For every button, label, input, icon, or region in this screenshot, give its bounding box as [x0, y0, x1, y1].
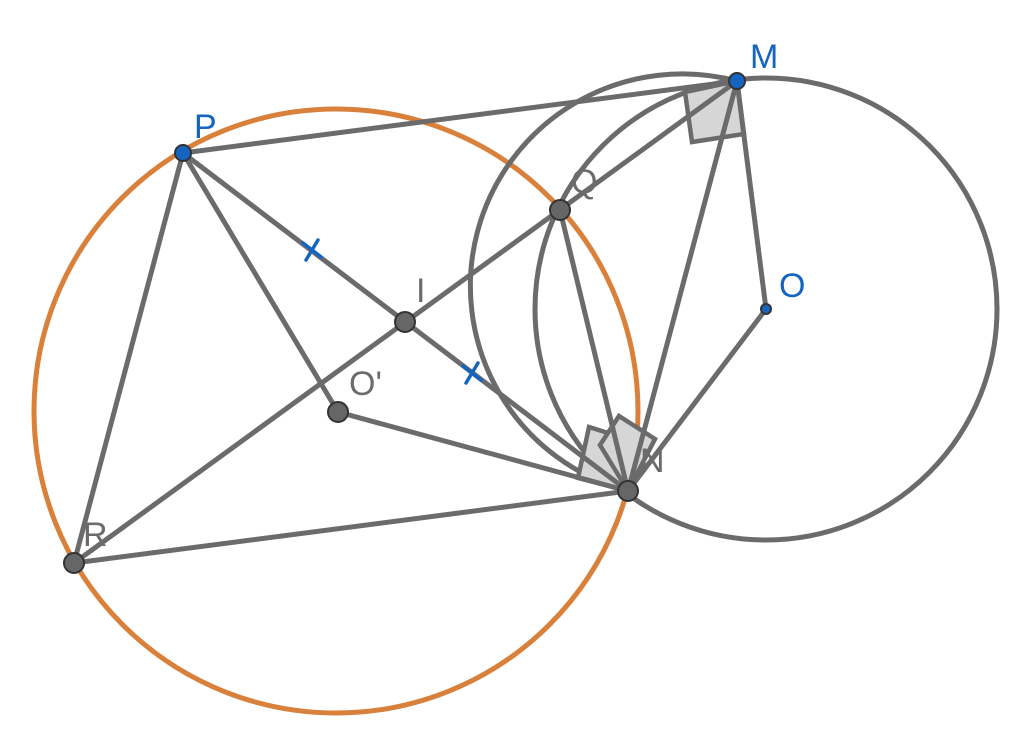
tick-mark-pi	[301, 238, 323, 262]
segment-po-prime	[180, 150, 341, 415]
point-i	[394, 311, 416, 333]
label-r: R	[83, 516, 108, 554]
segment-pm	[180, 78, 740, 156]
segment-qn	[557, 207, 631, 494]
point-q	[549, 199, 571, 221]
arc-mqn	[467, 71, 738, 494]
point-n	[617, 480, 639, 502]
segment-on	[625, 306, 769, 494]
segment-rn	[71, 488, 631, 566]
label-m: M	[750, 38, 778, 76]
label-q: Q	[571, 163, 597, 201]
label-p: P	[194, 108, 217, 146]
segment-o-prime-n	[335, 409, 631, 494]
circle-o-prime	[31, 106, 641, 716]
segment-pr	[71, 150, 186, 566]
tick-mark-in	[461, 361, 483, 385]
label-o-prime: O'	[349, 365, 382, 403]
point-r	[63, 552, 85, 574]
label-n: N	[640, 442, 665, 480]
segment-mn	[625, 78, 740, 494]
circle-o	[532, 75, 1000, 543]
segment-mo	[734, 78, 769, 312]
point-o	[760, 303, 772, 315]
label-i: I	[416, 272, 425, 310]
point-p	[174, 144, 192, 162]
point-m	[728, 72, 746, 90]
label-o: O	[779, 267, 805, 305]
point-o-prime	[327, 401, 349, 423]
